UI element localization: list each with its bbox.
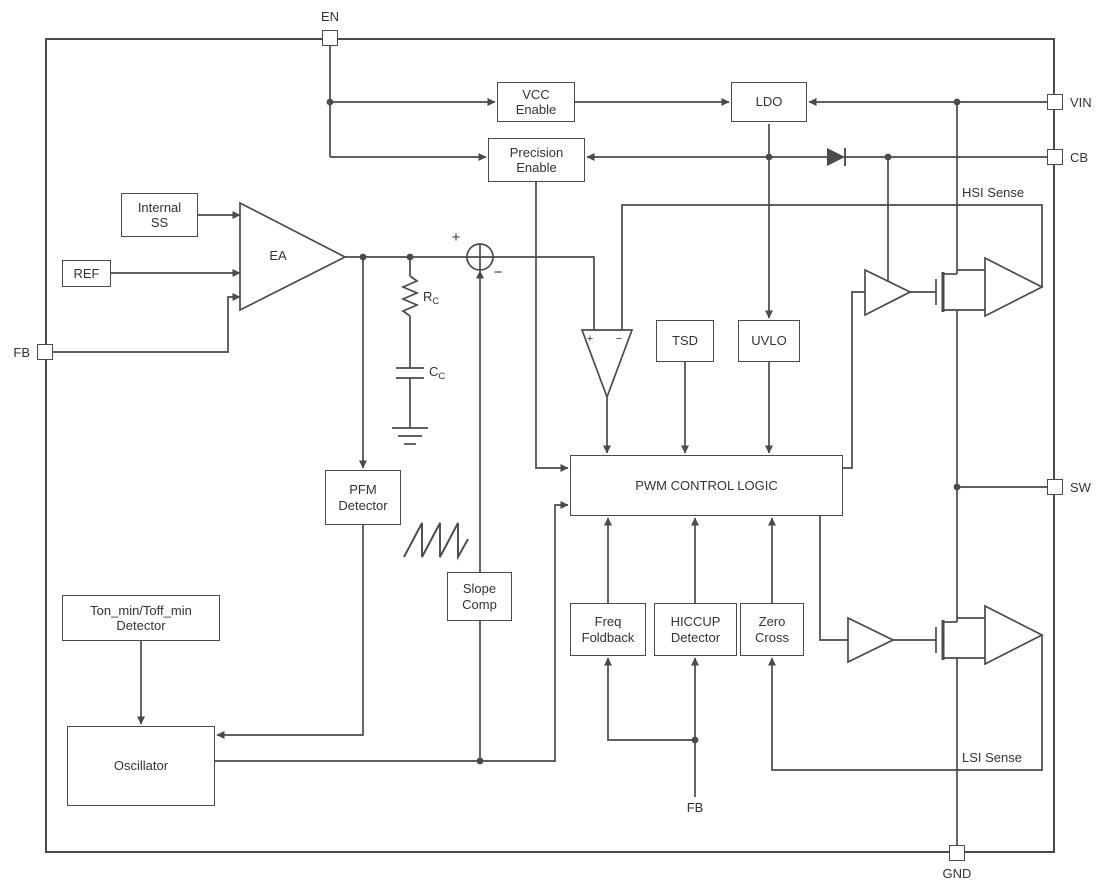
block-vcc-enable-label: VCC Enable <box>515 86 557 117</box>
block-pwm-control-logic: PWM CONTROL LOGIC <box>570 455 843 516</box>
pin-en <box>322 30 338 46</box>
cc-name: C <box>429 364 439 379</box>
pin-fb-label: FB <box>13 345 30 360</box>
error-amp-triangle <box>239 201 347 312</box>
pwm-comparator-triangle <box>580 329 634 400</box>
block-slope-comp: Slope Comp <box>447 572 512 621</box>
block-pfm-detector: PFM Detector <box>325 470 401 525</box>
pin-en-label: EN <box>320 9 340 24</box>
ls-current-sense-amp-triangle <box>984 604 1044 666</box>
block-pwm-control-logic-label: PWM CONTROL LOGIC <box>635 477 778 493</box>
summing-plus-sign: + <box>451 229 461 246</box>
block-ref: REF <box>62 260 111 287</box>
block-ldo: LDO <box>731 82 807 122</box>
block-internal-ss: Internal SS <box>121 193 198 237</box>
block-freq-foldback-label: Freq Foldback <box>581 614 635 645</box>
chip-outline <box>45 38 1055 853</box>
block-zero-cross-label: Zero Cross <box>755 614 789 645</box>
error-amp-label: EA <box>269 248 287 263</box>
capacitor-cc <box>396 367 424 428</box>
block-slope-comp-label: Slope Comp <box>462 581 497 612</box>
comparator-minus-sign: − <box>615 333 623 345</box>
pin-cb <box>1047 149 1063 165</box>
hsi-sense-label: HSI Sense <box>962 185 1025 200</box>
pin-gnd-label: GND <box>942 866 972 881</box>
block-tsd-label: TSD <box>672 333 698 349</box>
block-ton-toff-line2: Detector <box>116 618 166 633</box>
block-uvlo: UVLO <box>738 320 800 362</box>
resistor-rc <box>400 257 420 368</box>
ls-gate-driver-triangle <box>847 616 895 664</box>
block-pfm-detector-label: PFM Detector <box>338 482 388 513</box>
block-ton-toff-detector: Ton_min/Toff_min Detector <box>62 595 220 641</box>
bootstrap-diode <box>827 148 846 166</box>
block-zero-cross: Zero Cross <box>740 603 804 656</box>
block-tsd: TSD <box>656 320 714 362</box>
ls-fet <box>893 617 985 660</box>
wires <box>53 46 1047 845</box>
rc-label: RC <box>423 289 440 307</box>
cc-sub: C <box>438 371 446 382</box>
block-ldo-label: LDO <box>755 94 783 110</box>
block-vcc-enable: VCC Enable <box>497 82 575 122</box>
pin-vin <box>1047 94 1063 110</box>
summing-minus-sign: − <box>493 264 503 281</box>
block-freq-foldback: Freq Foldback <box>570 603 646 656</box>
pin-sw <box>1047 479 1063 495</box>
pin-vin-label: VIN <box>1070 95 1092 110</box>
block-oscillator-label: Oscillator <box>113 758 169 774</box>
pin-fb <box>37 344 53 360</box>
junction-dots <box>326 98 961 765</box>
pin-cb-label: CB <box>1070 150 1089 165</box>
block-precision-enable-label: Precision Enable <box>509 144 564 175</box>
lsi-sense-label: LSI Sense <box>962 750 1022 765</box>
comparator-plus-sign: + <box>586 333 594 345</box>
cc-label: CC <box>429 364 446 382</box>
block-precision-enable: Precision Enable <box>488 138 585 182</box>
pin-sw-label: SW <box>1070 480 1091 495</box>
block-ton-toff-line1: Ton_min/Toff_min <box>90 602 192 618</box>
block-hiccup-detector-label: HICCUP Detector <box>670 614 721 645</box>
pin-gnd <box>949 845 965 861</box>
block-ref-label: REF <box>73 265 100 281</box>
fb-bottom-label: FB <box>686 800 704 815</box>
ground-symbol <box>392 427 428 445</box>
rc-name: R <box>423 289 433 304</box>
hs-fet <box>910 269 985 312</box>
hs-current-sense-amp-triangle <box>984 256 1044 318</box>
block-internal-ss-label: Internal SS <box>137 199 182 230</box>
block-uvlo-label: UVLO <box>751 333 787 349</box>
block-oscillator: Oscillator <box>67 726 215 806</box>
sawtooth-waveform <box>403 522 469 561</box>
rc-sub: C <box>432 296 440 307</box>
block-hiccup-detector: HICCUP Detector <box>654 603 737 656</box>
